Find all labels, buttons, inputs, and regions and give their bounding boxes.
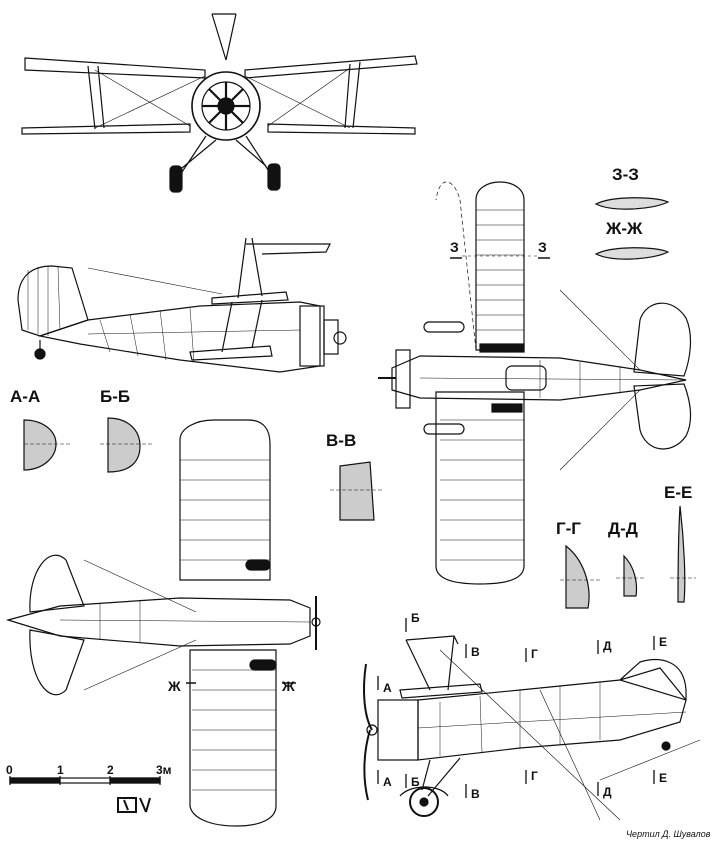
- publisher-logo: [117, 797, 151, 813]
- section-label-zh: Ж-Ж: [606, 219, 643, 238]
- cut-marker-e-top: Е: [659, 635, 668, 649]
- scale-tick-0: 0: [6, 763, 13, 777]
- front-view: [21, 13, 418, 193]
- section-label-a: А-А: [10, 387, 41, 406]
- section-label-g: Г-Г: [556, 519, 581, 538]
- wing-profiles: [450, 197, 670, 260]
- section-label-v: В-В: [326, 431, 357, 450]
- cut-marker-z-left: З: [450, 239, 459, 255]
- scale-tick-1: 1: [57, 763, 64, 777]
- section-label-b: Б-Б: [100, 387, 131, 406]
- cut-marker-zh-right: Ж: [282, 678, 295, 694]
- cut-marker-a-top: А: [383, 681, 392, 695]
- cut-marker-d-top: Д: [603, 639, 612, 653]
- cut-marker-b-bottom: Б: [411, 775, 420, 789]
- cut-marker-z-right: З: [538, 239, 547, 255]
- side-view-upper: [17, 237, 347, 373]
- bottom-view: [5, 419, 321, 827]
- scale-bar: [9, 776, 161, 785]
- cut-marker-g-top: Г: [531, 647, 538, 661]
- scale-tick-2: 2: [107, 763, 114, 777]
- section-label-d: Д-Д: [608, 519, 638, 538]
- cut-marker-e-bottom: Е: [659, 771, 668, 785]
- cut-marker-v-top: В: [471, 645, 480, 659]
- cross-sections-right: [560, 505, 696, 609]
- cut-marker-d-bottom: Д: [603, 785, 612, 799]
- cut-marker-g-bottom: Г: [531, 769, 538, 783]
- section-label-z: З-З: [612, 165, 639, 184]
- section-label-e: Е-Е: [664, 483, 693, 502]
- cut-marker-b-top: Б: [411, 611, 420, 625]
- side-view-lower: [363, 618, 701, 821]
- top-view-right: [378, 181, 692, 585]
- scale-tick-3: 3м: [156, 763, 172, 777]
- cross-sections-left: [23, 417, 384, 521]
- drawing-credit: Чертил Д. Шувалов: [626, 829, 711, 839]
- cut-marker-zh-left: Ж: [168, 678, 181, 694]
- cut-marker-v-bottom: В: [471, 787, 480, 801]
- cut-marker-a-bottom: А: [383, 775, 392, 789]
